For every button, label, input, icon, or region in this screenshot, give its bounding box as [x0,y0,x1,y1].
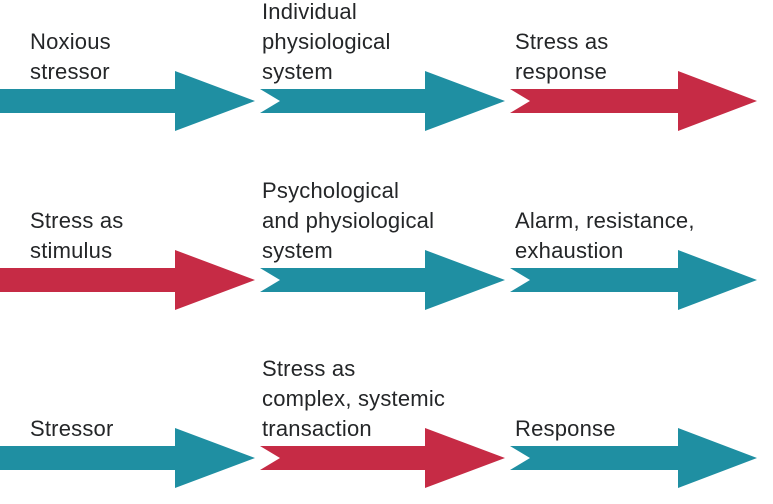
label-stressor: Stressor [30,416,114,441]
label-stress-as-response: Stress as response [515,29,609,84]
label-individual-physiological-system: Individual physiological system [262,0,391,84]
label-stress-as-stimulus: Stress as stimulus [30,208,124,263]
arrow-red [0,250,255,310]
arrow-row-1 [0,71,757,131]
arrow-row-3 [0,428,757,488]
arrow-teal [0,428,255,488]
label-psychological-and-physiological-system: Psychological and physiological system [262,178,435,263]
arrow-teal [0,71,255,131]
arrow-teal [510,250,757,310]
arrow-red [260,428,505,488]
arrow-red [510,71,757,131]
arrow-row-2 [0,250,757,310]
arrow-teal [260,250,505,310]
label-alarm-resistance-exhaustion: Alarm, resistance, exhaustion [515,208,695,263]
label-stress-as-complex-systemic-transaction: Stress as complex, systemic transaction [262,356,446,441]
label-noxious-stressor: Noxious stressor [30,29,111,84]
arrow-teal [510,428,757,488]
label-response: Response [515,416,616,441]
arrow-teal [260,71,505,131]
